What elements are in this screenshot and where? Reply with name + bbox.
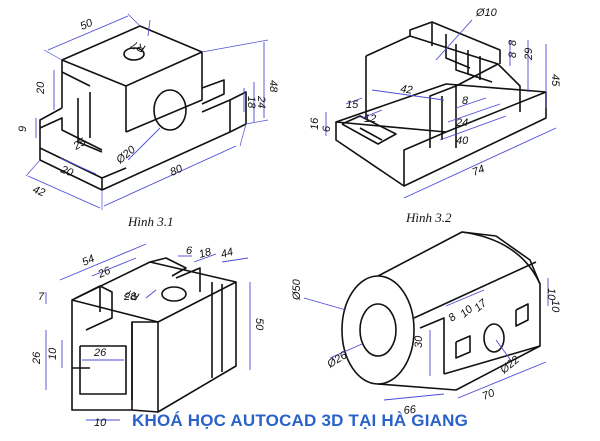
fig3-dim-hole-radius: R7	[123, 286, 141, 302]
figure-caption-3-2: Hình 3.2	[406, 210, 452, 225]
fig1-dim-hole-radius: R7	[129, 38, 147, 55]
fig4-dim-length: 66	[403, 404, 417, 417]
figure-3-1: 50 R7 48 24 18 20 9 25 20 42 80 Ø20	[17, 13, 279, 210]
fig2-dim-slot-3: 40	[456, 135, 469, 147]
fig2-dim-rib-1: 8	[507, 39, 519, 46]
fig3-dim-slot-step: 10	[47, 347, 59, 360]
fig2-dim-length: 74	[471, 163, 487, 179]
fig2-dim-block-step: 6	[321, 125, 333, 132]
fig1-dim-height-step: 18	[245, 96, 257, 109]
fig2-dim-slot-1: 8	[462, 95, 469, 107]
fig1-dim-step-width: 20	[58, 163, 76, 179]
fig3-dim-step-width: 26	[95, 264, 113, 281]
fig3-dim-height: 50	[253, 318, 265, 331]
fig3-dim-top-depth: 18	[198, 246, 214, 261]
figure-caption-3-1: Hình 3.1	[128, 214, 174, 229]
fig3-dim-slot-width: 26	[93, 347, 107, 359]
fig2-dim-block-width: 15	[346, 99, 359, 111]
fig2-dim-wall-length: 42	[400, 83, 414, 97]
fig4-dim-width: 70	[481, 387, 498, 403]
fig3-dim-slot-height: 26	[31, 351, 43, 365]
fig4-dim-slot-3: 17	[472, 297, 490, 315]
fig1-dim-length: 80	[168, 162, 185, 178]
fig2-dim-hole-diameter: Ø10	[475, 7, 498, 19]
fig1-dim-slot-depth: 25	[71, 136, 89, 153]
figure-3-4: Ø50 8 10 17 10 10 Ø26 30 Ø22 66 70	[291, 231, 561, 417]
fig4-dim-block-height: 30	[413, 335, 425, 348]
fig2-dim-slot-2: 24	[455, 117, 468, 129]
fig1-dim-height-total: 48	[267, 80, 279, 93]
fig1-dim-hole-diameter: Ø20	[113, 143, 138, 167]
fig3-dim-rim: 6	[186, 245, 193, 257]
fig2-dim-block-depth: 12	[364, 113, 376, 125]
figure-3-3: 54 26 6 18 44 7 28 R7 50 26 26 10 10	[31, 243, 265, 429]
fig3-dim-bottom: 10	[94, 417, 107, 429]
fig4-dim-inner-diameter: Ø26	[324, 349, 350, 371]
fig1-dim-top-width: 50	[78, 17, 95, 33]
fig2-dim-block-height: 16	[309, 117, 321, 130]
fig1-dim-depth: 42	[31, 184, 47, 200]
figure-3-2: Ø10 8 8 29 45 42 15 12 16 6 8 24 40 74	[309, 7, 561, 199]
fig3-dim-lip: 7	[38, 291, 45, 303]
fig4-dim-right-1: 10	[545, 288, 557, 301]
fig1-dim-slot-height: 20	[35, 81, 47, 95]
course-banner: KHOÁ HỌC AUTOCAD 3D TẠI HÀ GIANG	[131, 411, 468, 430]
fig2-dim-wall-height: 29	[523, 48, 535, 61]
fig2-dim-total-height: 45	[549, 74, 561, 87]
fig3-dim-hole-offset: 28	[123, 291, 137, 303]
fig3-dim-depth: 44	[220, 246, 235, 261]
fig4-dim-outer-diameter: Ø50	[291, 278, 303, 301]
fig1-dim-height-mid: 24	[255, 95, 267, 108]
fig4-dim-right-2: 10	[549, 300, 561, 313]
fig4-dim-slot-1: 8	[446, 311, 459, 325]
fig2-dim-rib-2: 8	[507, 51, 519, 58]
fig1-dim-base-height: 9	[17, 126, 29, 132]
fig3-dim-width: 54	[80, 253, 96, 269]
